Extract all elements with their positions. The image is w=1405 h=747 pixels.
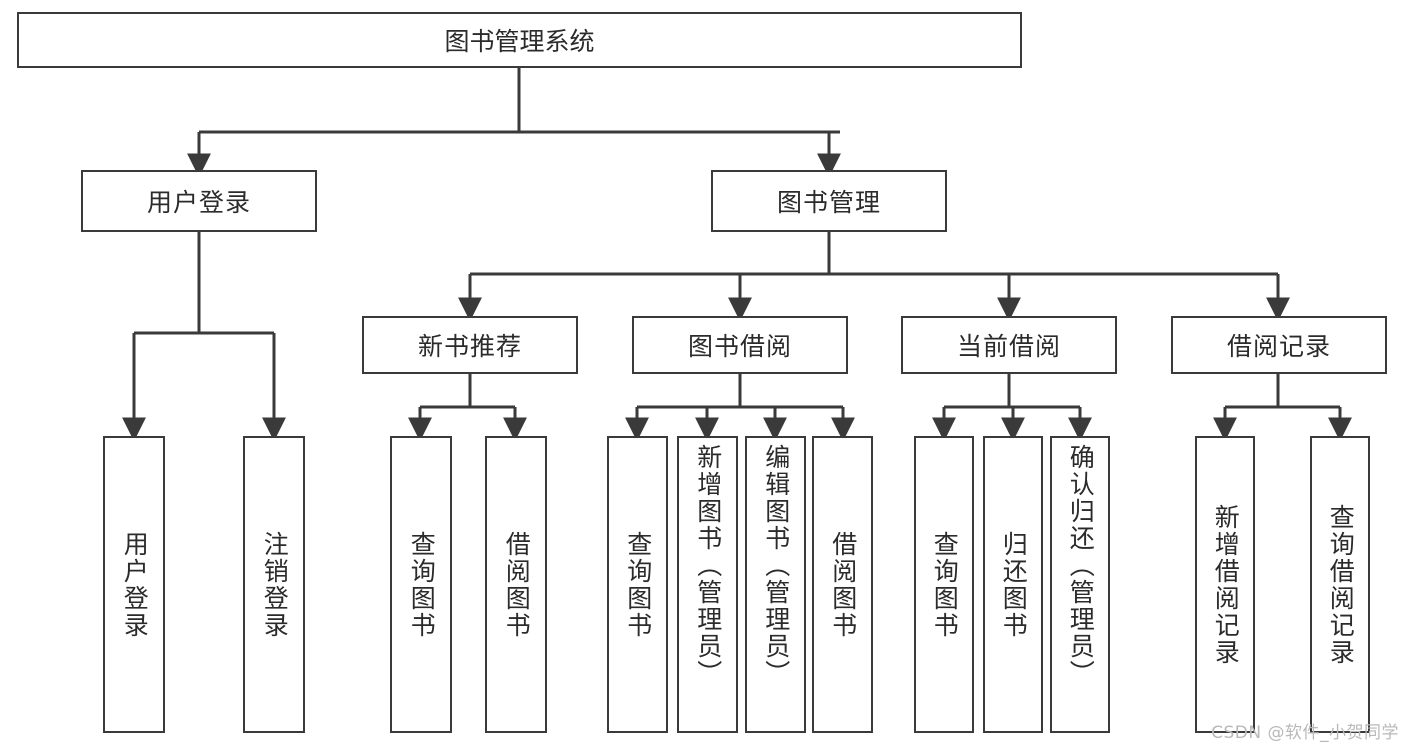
node-label: 用户登录 bbox=[146, 188, 251, 217]
node-label: 用户登录 bbox=[120, 530, 150, 639]
leaf-query-book-borrow[interactable]: 查询图书 bbox=[607, 436, 668, 733]
leaf-borrow-book[interactable]: 借阅图书 bbox=[812, 436, 873, 733]
node-label: 编辑图书（管理员） bbox=[761, 444, 791, 687]
node-label: 图书管理系统 bbox=[444, 27, 595, 56]
node-label: 图书管理 bbox=[776, 188, 881, 217]
node-label: 借阅图书 bbox=[828, 530, 858, 639]
node-label: 注销登录 bbox=[260, 530, 290, 639]
node-book-manage[interactable]: 图书管理 bbox=[711, 170, 947, 232]
node-user-login[interactable]: 用户登录 bbox=[81, 170, 317, 232]
node-label: 查询图书 bbox=[930, 530, 960, 639]
node-label: 当前借阅 bbox=[956, 332, 1061, 361]
node-root-book-management-system[interactable]: 图书管理系统 bbox=[17, 12, 1022, 68]
leaf-query-book-recommend[interactable]: 查询图书 bbox=[390, 436, 452, 733]
watermark-text: CSDN @软件_小贺同学 bbox=[1211, 723, 1399, 743]
node-current-borrow[interactable]: 当前借阅 bbox=[901, 316, 1117, 374]
node-new-book-recommend[interactable]: 新书推荐 bbox=[362, 316, 578, 374]
leaf-confirm-return[interactable]: 确认归还（管理员） bbox=[1050, 436, 1110, 733]
leaf-add-borrow-record[interactable]: 新增借阅记录 bbox=[1195, 436, 1255, 733]
node-label: 新书推荐 bbox=[417, 332, 522, 361]
node-label: 查询图书 bbox=[623, 530, 653, 639]
node-label: 查询图书 bbox=[407, 530, 437, 639]
leaf-query-book-current[interactable]: 查询图书 bbox=[914, 436, 974, 733]
node-label: 图书借阅 bbox=[687, 332, 792, 361]
node-label: 归还图书 bbox=[999, 530, 1029, 639]
node-label: 确认归还（管理员） bbox=[1066, 444, 1096, 687]
leaf-query-borrow-record[interactable]: 查询借阅记录 bbox=[1310, 436, 1370, 733]
node-label: 新增借阅记录 bbox=[1211, 503, 1241, 666]
node-borrow-record[interactable]: 借阅记录 bbox=[1171, 316, 1387, 374]
node-book-borrow[interactable]: 图书借阅 bbox=[632, 316, 848, 374]
node-label: 借阅记录 bbox=[1226, 332, 1331, 361]
node-label: 查询借阅记录 bbox=[1326, 503, 1356, 666]
leaf-return-book[interactable]: 归还图书 bbox=[983, 436, 1043, 733]
leaf-edit-book[interactable]: 编辑图书（管理员） bbox=[745, 436, 806, 733]
leaf-borrow-book-recommend[interactable]: 借阅图书 bbox=[485, 436, 547, 733]
leaf-user-login[interactable]: 用户登录 bbox=[103, 436, 165, 733]
leaf-logout-login[interactable]: 注销登录 bbox=[243, 436, 305, 733]
node-label: 借阅图书 bbox=[502, 530, 532, 639]
node-label: 新增图书（管理员） bbox=[693, 444, 723, 687]
leaf-add-book[interactable]: 新增图书（管理员） bbox=[677, 436, 738, 733]
